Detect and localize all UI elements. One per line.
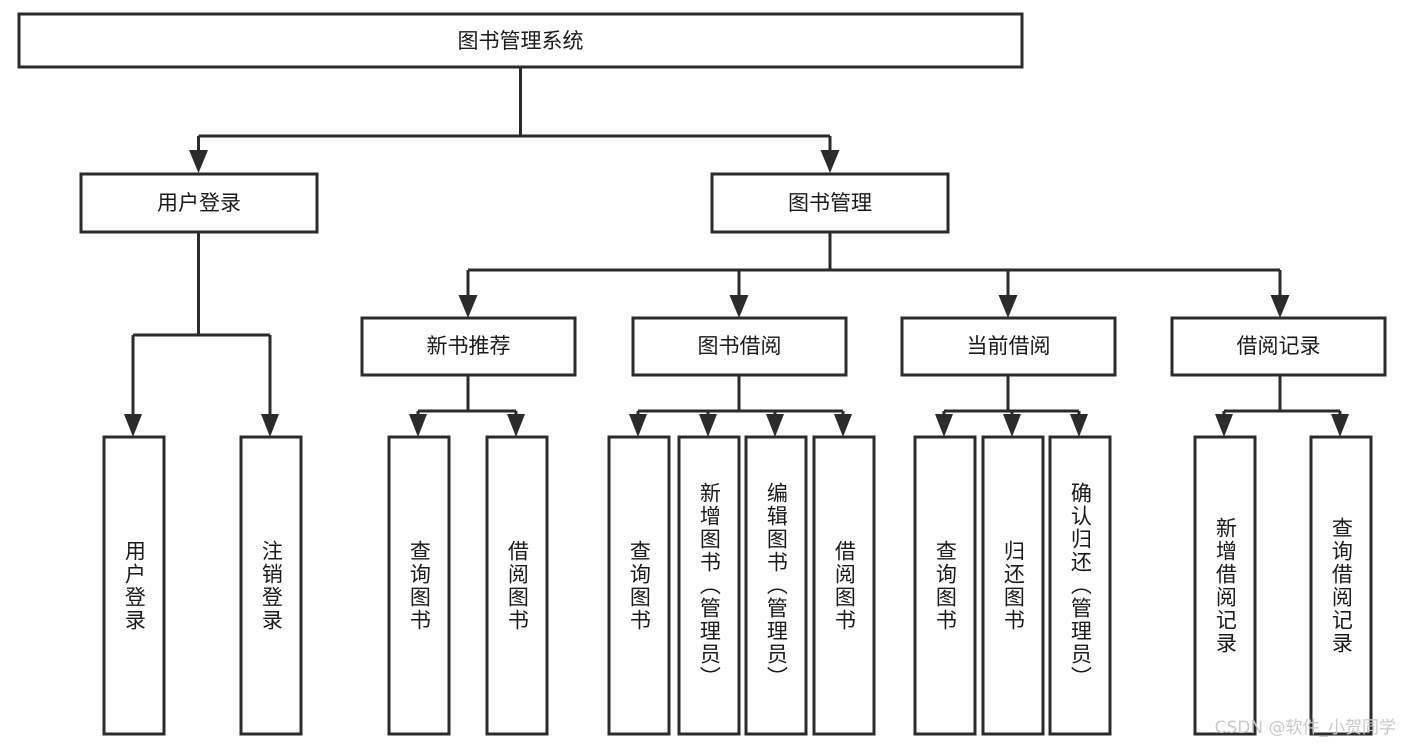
node-borrow-record[interactable]: 借阅记录 — [1170, 316, 1387, 377]
leaf-box-book-borrow-2[interactable] — [744, 435, 808, 736]
leaf-box-user-login-1[interactable] — [239, 435, 303, 736]
arrow-nbr-leaf-1 — [507, 414, 525, 437]
arrow-bm-l3-0 — [458, 295, 478, 318]
node-root-box[interactable] — [17, 12, 1024, 69]
arrow-ul-leaf-0 — [124, 414, 142, 437]
node-user-login-label: 用户登录 — [157, 191, 241, 215]
leaf-box-current-borrow-2[interactable] — [1048, 435, 1112, 736]
arrow-root-to-book-mgmt — [820, 150, 840, 173]
node-user-login[interactable]: 用户登录 — [79, 172, 319, 234]
arrow-bm-l3-2 — [998, 295, 1018, 318]
node-book-borrow-box[interactable] — [631, 316, 848, 377]
leaf-box-book-borrow-1[interactable] — [677, 435, 741, 736]
arrow-root-to-user-login — [189, 150, 208, 173]
arrow-cb-leaf-2 — [1070, 414, 1088, 437]
arrow-br-leaf-1 — [1331, 414, 1349, 437]
node-book-management-label: 图书管理 — [788, 191, 872, 215]
node-book-management[interactable]: 图书管理 — [710, 172, 950, 234]
leaf-box-current-borrow-1[interactable] — [981, 435, 1045, 736]
arrow-cb-leaf-1 — [1003, 414, 1021, 437]
arrow-ul-leaf-1 — [261, 414, 279, 437]
watermark-label: CSDN @软件_小贺同学 — [1215, 718, 1396, 738]
leaf-box-current-borrow-0[interactable] — [913, 435, 977, 736]
node-book-management-box[interactable] — [710, 172, 950, 234]
arrow-br-leaf-0 — [1215, 414, 1233, 437]
leaf-box-new-book-recommend-0[interactable] — [387, 435, 451, 736]
node-current-borrow[interactable]: 当前借阅 — [900, 316, 1117, 377]
node-user-login-box[interactable] — [79, 172, 319, 234]
arrow-bb-leaf-3 — [834, 414, 852, 437]
node-new-book-recommend-box[interactable] — [360, 316, 577, 377]
node-root-label: 图书管理系统 — [458, 29, 584, 53]
node-current-borrow-label: 当前借阅 — [967, 334, 1051, 358]
node-book-borrow[interactable]: 图书借阅 — [631, 316, 848, 377]
connector-layer — [124, 67, 1349, 437]
leaf-box-new-book-recommend-1[interactable] — [485, 435, 549, 736]
node-borrow-record-label: 借阅记录 — [1237, 334, 1321, 358]
leaf-box-book-borrow-3[interactable] — [812, 435, 876, 736]
node-borrow-record-box[interactable] — [1170, 316, 1387, 377]
arrow-bb-leaf-1 — [699, 414, 717, 437]
leaf-box-borrow-record-1[interactable] — [1309, 435, 1373, 736]
arrow-bb-leaf-0 — [629, 414, 647, 437]
node-book-borrow-label: 图书借阅 — [698, 334, 782, 358]
node-current-borrow-box[interactable] — [900, 316, 1117, 377]
node-root[interactable]: 图书管理系统 — [17, 12, 1024, 69]
leaf-box-book-borrow-0[interactable] — [607, 435, 671, 736]
node-new-book-recommend-label: 新书推荐 — [427, 334, 511, 358]
arrow-bm-l3-1 — [729, 295, 749, 318]
arrow-cb-leaf-0 — [935, 414, 953, 437]
node-new-book-recommend[interactable]: 新书推荐 — [360, 316, 577, 377]
leaf-box-user-login-0[interactable] — [102, 435, 166, 736]
leaf-box-borrow-record-0[interactable] — [1193, 435, 1257, 736]
arrow-nbr-leaf-0 — [409, 414, 427, 437]
arrow-bb-leaf-2 — [766, 414, 784, 437]
arrow-bm-l3-3 — [1270, 295, 1290, 318]
node-layer: 图书管理系统 用户登录 图书管理 新书推荐 图书借阅 当前 — [17, 12, 1387, 736]
